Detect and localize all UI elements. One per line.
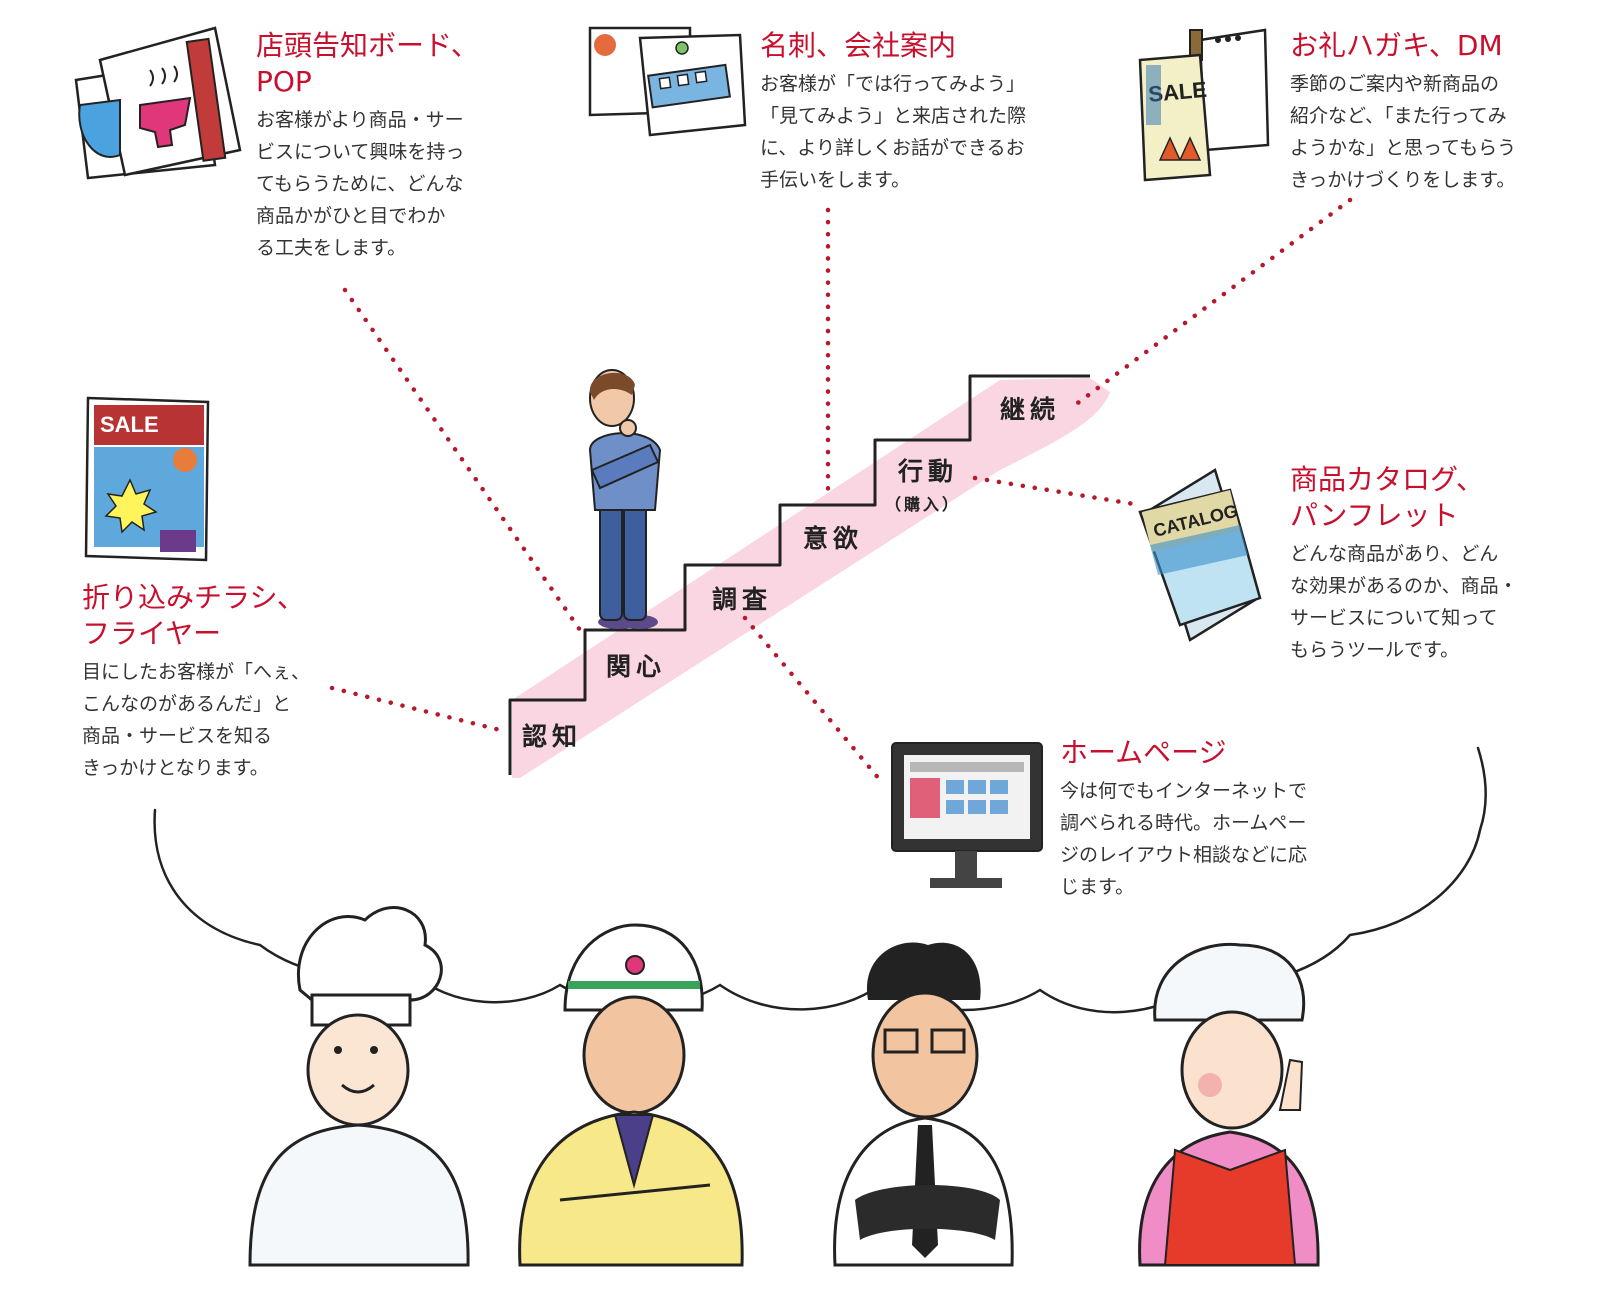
chef-illustration (248, 906, 470, 1267)
pop-board-icon (74, 26, 242, 180)
connector-flyer (329, 685, 503, 733)
step-action-sub: （購入） (885, 495, 961, 514)
homepage-title: ホームページ (1060, 736, 1227, 769)
staircase (508, 374, 1090, 775)
homepage-desc: 今は何でもインターネットで 調べられる時代。ホームペー ジのレイアウト相談などに… (1060, 780, 1308, 898)
connector-lines (329, 197, 1353, 783)
catalog-icon: CATALOG (1138, 468, 1262, 642)
connector-dm (1072, 197, 1353, 408)
card-desc: お客様が「では行ってみよう」 「見てみよう」と来店された際 に、より詳しくお話が… (760, 73, 1027, 191)
pop-title: 店頭告知ボード、 POP (256, 29, 479, 98)
flyer-block: 折り込みチラシ、 フライヤー 目にしたお客様が「へぇ、 こんなのがあるんだ」と … (82, 580, 362, 784)
homepage-block: ホームページ 今は何でもインターネットで 調べられる時代。ホームペー ジのレイア… (1060, 735, 1380, 903)
flyer-title: 折り込みチラシ、 フライヤー (82, 581, 305, 650)
catalog-block: 商品カタログ、 パンフレット どんな商品があり、どん な効果があるのか、商品・ … (1290, 462, 1590, 666)
office-worker-illustration (833, 942, 1014, 1267)
pop-block: 店頭告知ボード、 POP お客様がより商品・サー ビスについて興味を持っ てもら… (256, 28, 556, 264)
stair-band (512, 378, 1110, 778)
step-awareness: 認知 (522, 722, 582, 751)
dm-title: お礼ハガキ、DM (1290, 29, 1503, 62)
card-block: 名刺、会社案内 お客様が「では行ってみよう」 「見てみよう」と来店された際 に、… (760, 28, 1090, 196)
catalog-title: 商品カタログ、 パンフレット (1290, 463, 1485, 532)
shop-assistant-illustration (1138, 942, 1320, 1267)
step-desire: 意欲 (803, 524, 863, 553)
dm-block: お礼ハガキ、DM 季節のご案内や新商品の 紹介など、「また行ってみ ようかな」と… (1290, 28, 1590, 196)
flyer-icon: SALE (84, 396, 210, 562)
flyer-sale-text: SALE (100, 412, 159, 437)
thinking-man-illustration (588, 369, 662, 629)
construction-worker-illustration (518, 923, 744, 1267)
business-card-icon (588, 26, 747, 137)
step-interest: 関心 (606, 652, 666, 681)
step-research: 調査 (712, 585, 772, 614)
monitor-icon (891, 742, 1043, 888)
pop-desc: お客様がより商品・サー ビスについて興味を持っ てもらうために、どんな 商品かが… (256, 109, 465, 259)
connector-homepage (742, 615, 883, 783)
connector-catalog (972, 475, 1143, 508)
connector-pop (342, 287, 583, 633)
dm-desc: 季節のご案内や新商品の 紹介など、「また行ってみ ようかな」と思ってもらう きっ… (1290, 73, 1517, 191)
card-title: 名刺、会社案内 (760, 29, 957, 62)
postcard-dm-icon: SALE (1138, 28, 1270, 182)
catalog-desc: どんな商品があり、どん な効果があるのか、商品・ サービスについて知って もらう… (1290, 543, 1518, 661)
step-action: 行動 (897, 457, 958, 486)
step-continuation: 継続 (1000, 395, 1060, 424)
flyer-desc: 目にしたお客様が「へぇ、 こんなのがあるんだ」と 商品・サービスを知る きっかけ… (82, 661, 311, 779)
